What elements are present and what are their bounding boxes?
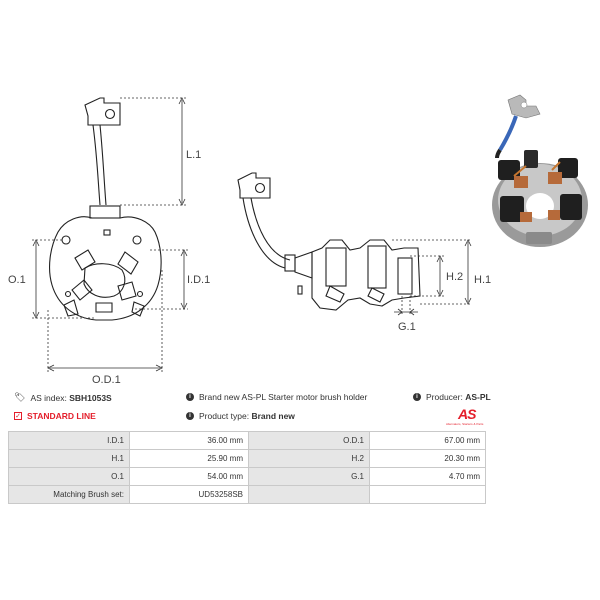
- dim-od1-label: O.D.1: [92, 374, 121, 385]
- spec-value: 20.30 mm: [369, 449, 486, 468]
- table-row: Matching Brush set: UD53258SB: [8, 485, 486, 504]
- spec-value: 67.00 mm: [369, 431, 486, 450]
- side-view-dimensions: [392, 239, 472, 316]
- description-row: i Brand new AS-PL Starter motor brush ho…: [186, 392, 367, 402]
- spec-label: H.2: [248, 449, 370, 468]
- as-pl-logo: AS Alternators, Starters & Parts: [446, 406, 488, 428]
- spec-label: G.1: [248, 467, 370, 486]
- product-photo: [492, 94, 588, 247]
- table-row: I.D.1 36.00 mm O.D.1 67.00 mm: [8, 431, 486, 450]
- spec-label: I.D.1: [8, 431, 130, 450]
- dim-h2-label: H.2: [446, 271, 463, 283]
- side-view-drawing: [237, 172, 421, 311]
- spec-value: [369, 485, 486, 504]
- logo-mark: AS: [458, 406, 476, 422]
- spec-label: O.D.1: [248, 431, 370, 450]
- spec-label: Matching Brush set:: [8, 485, 130, 504]
- top-view-drawing: [49, 97, 162, 321]
- product-type-row: i Product type: Brand new: [186, 411, 295, 421]
- product-type-label: Product type:: [199, 411, 250, 421]
- standard-line-row: ✓ STANDARD LINE: [14, 411, 96, 421]
- info-icon: i: [186, 412, 194, 420]
- tag-icon: 🏷︎: [14, 392, 26, 402]
- technical-drawing: L.1 O.1 I.D.1 O.D.1 H.2 H.1 G.1: [8, 94, 588, 385]
- as-index-label: AS index:: [30, 392, 67, 403]
- table-row: O.1 54.00 mm G.1 4.70 mm: [8, 467, 486, 486]
- dim-g1-label: G.1: [398, 321, 416, 333]
- spec-value: 54.00 mm: [129, 467, 249, 486]
- spec-label: H.1: [8, 449, 130, 468]
- as-index-row: 🏷︎ AS index: SBH1053S: [14, 392, 112, 403]
- product-description: Brand new AS-PL Starter motor brush hold…: [199, 392, 368, 402]
- dim-h1-label: H.1: [474, 274, 491, 286]
- spec-label: O.1: [8, 467, 130, 486]
- spec-value: 4.70 mm: [369, 467, 486, 486]
- producer-label: Producer:: [426, 392, 463, 402]
- table-row: H.1 25.90 mm H.2 20.30 mm: [8, 449, 486, 468]
- spec-table: I.D.1 36.00 mm O.D.1 67.00 mm H.1 25.90 …: [8, 431, 486, 504]
- top-view-dimensions: [32, 97, 188, 372]
- logo-tagline: Alternators, Starters & Parts: [446, 422, 484, 426]
- spec-label: [248, 485, 370, 504]
- spec-value: UD53258SB: [129, 485, 249, 504]
- spec-value: 36.00 mm: [129, 431, 249, 450]
- dim-l1-label: L.1: [186, 149, 201, 161]
- as-index-value: SBH1053S: [69, 392, 112, 403]
- checkbox-icon: ✓: [14, 412, 22, 420]
- standard-line-label: STANDARD LINE: [27, 411, 96, 421]
- spec-value: 25.90 mm: [129, 449, 249, 468]
- dim-o1-label: O.1: [8, 274, 26, 286]
- producer-value: AS-PL: [465, 392, 491, 402]
- product-type-value: Brand new: [251, 411, 295, 421]
- info-icon: i: [186, 393, 194, 401]
- dim-id1-label: I.D.1: [187, 274, 210, 286]
- producer-row: i Producer: AS-PL: [413, 392, 491, 402]
- info-icon: i: [413, 393, 421, 401]
